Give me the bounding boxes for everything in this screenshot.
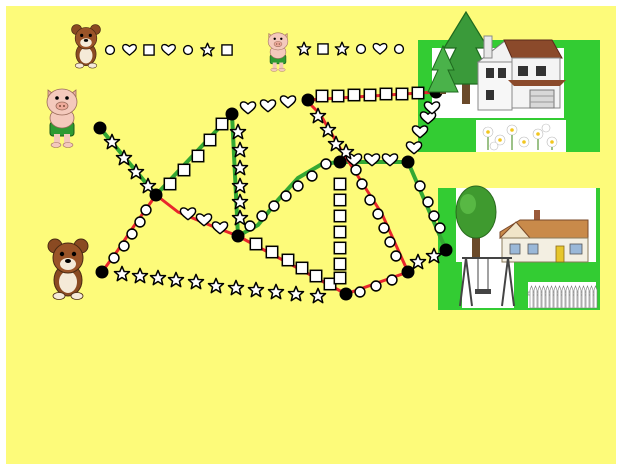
circle-symbol — [184, 46, 193, 55]
square-symbol — [192, 150, 203, 161]
circle-symbol — [371, 281, 381, 291]
circle-symbol — [415, 181, 425, 191]
square-symbol — [282, 254, 293, 265]
path-node[interactable] — [150, 189, 163, 202]
square-symbol — [334, 272, 345, 283]
square-symbol — [380, 88, 391, 99]
path-node[interactable] — [232, 230, 245, 243]
circle-symbol — [365, 195, 375, 205]
square-symbol — [318, 44, 328, 54]
square-symbol — [266, 246, 277, 257]
square-symbol — [334, 242, 345, 253]
circle-symbol — [307, 171, 317, 181]
path-node[interactable] — [340, 288, 353, 301]
square-symbol — [412, 87, 423, 98]
square-symbol — [332, 90, 343, 101]
circle-symbol — [257, 211, 267, 221]
square-symbol — [144, 45, 154, 55]
circle-symbol — [387, 275, 397, 285]
circle-symbol — [109, 253, 119, 263]
square-symbol — [296, 262, 307, 273]
picket-fence-icon — [528, 286, 597, 308]
circle-symbol — [429, 211, 439, 221]
circle-symbol — [395, 45, 404, 54]
square-symbol — [216, 118, 227, 129]
square-symbol — [364, 89, 375, 100]
circle-symbol — [245, 221, 255, 231]
square-symbol — [310, 270, 321, 281]
circle-symbol — [423, 197, 433, 207]
square-symbol — [334, 178, 345, 189]
path-node[interactable] — [440, 244, 453, 257]
path-node[interactable] — [334, 156, 347, 169]
square-symbol — [204, 134, 215, 145]
circle-symbol — [435, 223, 445, 233]
circle-symbol — [355, 287, 365, 297]
circle-symbol — [119, 241, 129, 251]
circle-symbol — [373, 209, 383, 219]
square-symbol — [250, 238, 261, 249]
large-house-icon — [478, 36, 566, 110]
circle-symbol — [351, 165, 361, 175]
path-node[interactable] — [402, 266, 415, 279]
circle-symbol — [379, 223, 389, 233]
square-symbol — [222, 45, 232, 55]
path-node[interactable] — [402, 156, 415, 169]
path-node[interactable] — [94, 122, 107, 135]
square-symbol — [334, 210, 345, 221]
circle-symbol — [357, 45, 366, 54]
path-node[interactable] — [226, 108, 239, 121]
square-symbol — [164, 178, 175, 189]
square-symbol — [334, 226, 345, 237]
circle-symbol — [385, 237, 395, 247]
circle-symbol — [106, 46, 115, 55]
path-vertical-squares[interactable] — [334, 178, 345, 283]
circle-symbol — [141, 205, 151, 215]
circle-symbol — [293, 181, 303, 191]
circle-symbol — [127, 229, 137, 239]
circle-symbol — [135, 217, 145, 227]
square-symbol — [396, 88, 407, 99]
path-node[interactable] — [302, 94, 315, 107]
square-symbol — [334, 194, 345, 205]
circle-symbol — [391, 251, 401, 261]
circle-symbol — [269, 201, 279, 211]
circle-symbol — [281, 191, 291, 201]
path-middle-hearts[interactable] — [346, 154, 397, 166]
square-symbol — [348, 89, 359, 100]
path-node[interactable] — [96, 266, 109, 279]
square-symbol — [334, 258, 345, 269]
circle-symbol — [321, 159, 331, 169]
square-symbol — [178, 164, 189, 175]
circle-symbol — [357, 179, 367, 189]
square-symbol — [316, 90, 327, 101]
